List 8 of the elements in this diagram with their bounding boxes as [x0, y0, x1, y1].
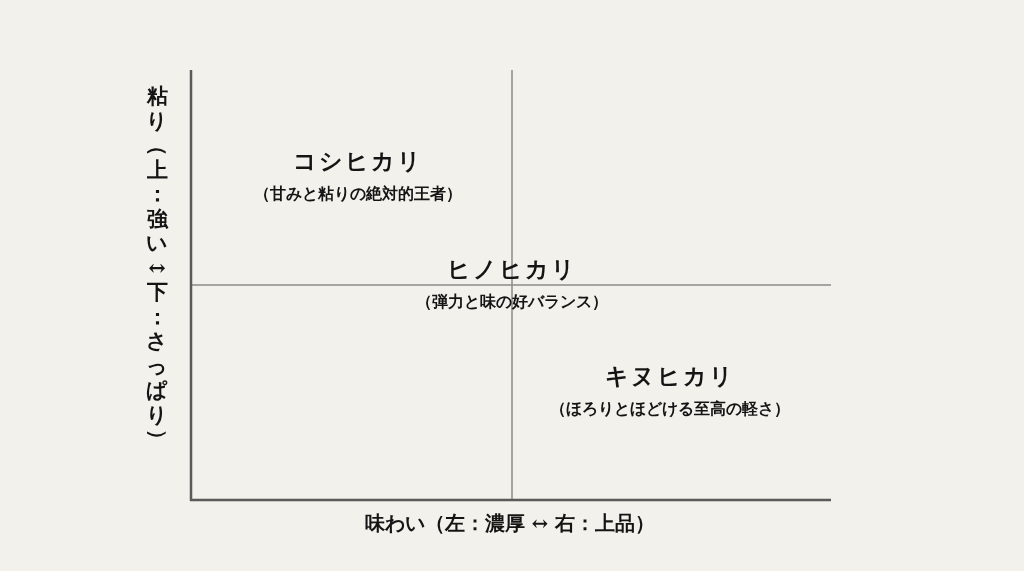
variety-name: コシヒカリ	[293, 147, 423, 175]
y-axis-title: 粘り（上：強い↔下：さっぱり）	[144, 84, 170, 452]
variety-name: キヌヒカリ	[605, 362, 735, 390]
variety-description: （甘みと粘りの絶対的王者）	[254, 184, 462, 204]
variety-description: （ほろりとほどける至高の軽さ）	[550, 399, 790, 419]
variety-name: ヒノヒカリ	[447, 255, 577, 283]
x-axis-title: 味わい（左：濃厚 ↔ 右：上品）	[364, 511, 656, 535]
variety-description: （弾力と味の好バランス）	[416, 292, 608, 312]
